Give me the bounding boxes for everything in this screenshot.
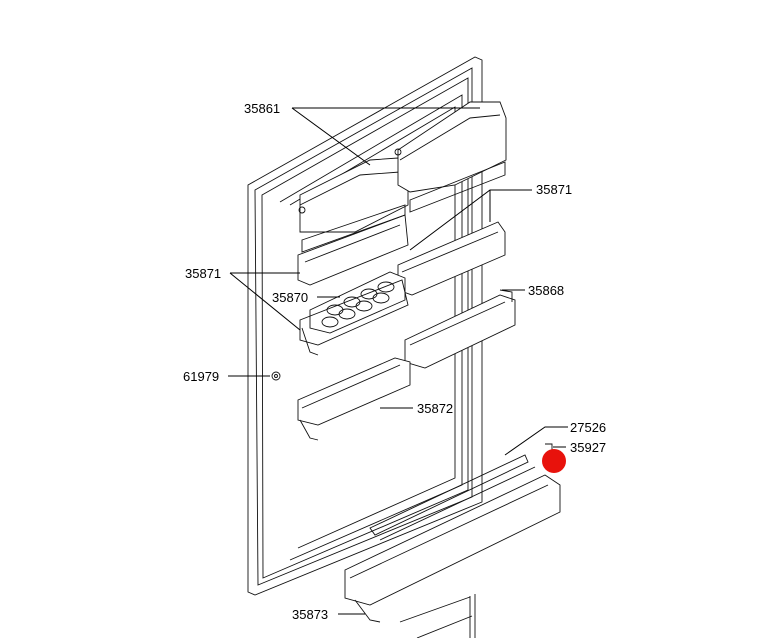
label-27526: 27526: [570, 420, 606, 435]
label-35861: 35861: [244, 101, 280, 116]
label-35870: 35870: [272, 290, 308, 305]
label-35927: 35927: [570, 440, 606, 455]
label-35873: 35873: [292, 607, 328, 622]
label-35871-right: 35871: [536, 182, 572, 197]
label-35868: 35868: [528, 283, 564, 298]
leader-lines: [228, 107, 568, 615]
screw-part: [271, 371, 281, 381]
dairy-compartment-left: [298, 157, 409, 253]
bottle-grid-cover: [369, 454, 536, 541]
label-35871-left: 35871: [185, 266, 221, 281]
bottle-shelf-bottom: [344, 443, 561, 623]
dairy-compartment-right: [394, 101, 507, 213]
part-labels: 35861 35871 35871 35870 35868 61979 3587…: [183, 101, 606, 622]
door-frame: [247, 56, 483, 639]
door-shelf-middle-right: [404, 289, 516, 369]
egg-tray: [299, 271, 409, 356]
door-shelf-lower-left: [297, 357, 411, 441]
label-35872: 35872: [417, 401, 453, 416]
highlight-marker[interactable]: [542, 449, 566, 473]
label-61979: 61979: [183, 369, 219, 384]
